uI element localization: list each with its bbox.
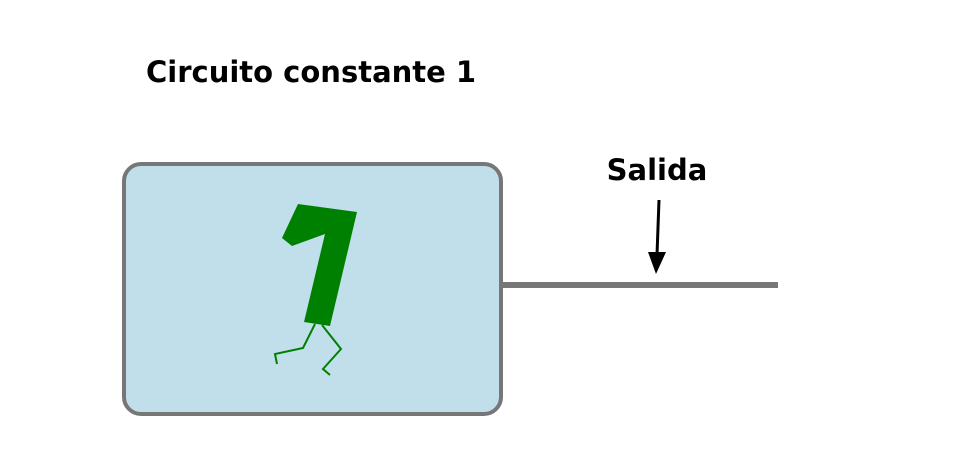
output-arrow (648, 199, 666, 274)
digit-one-shape (282, 204, 357, 326)
output-label: Salida (607, 153, 708, 187)
right-leg (321, 324, 343, 376)
constant-one-figure (273, 204, 357, 376)
left-leg (273, 323, 316, 365)
diagram-title: Circuito constante 1 (146, 55, 477, 89)
